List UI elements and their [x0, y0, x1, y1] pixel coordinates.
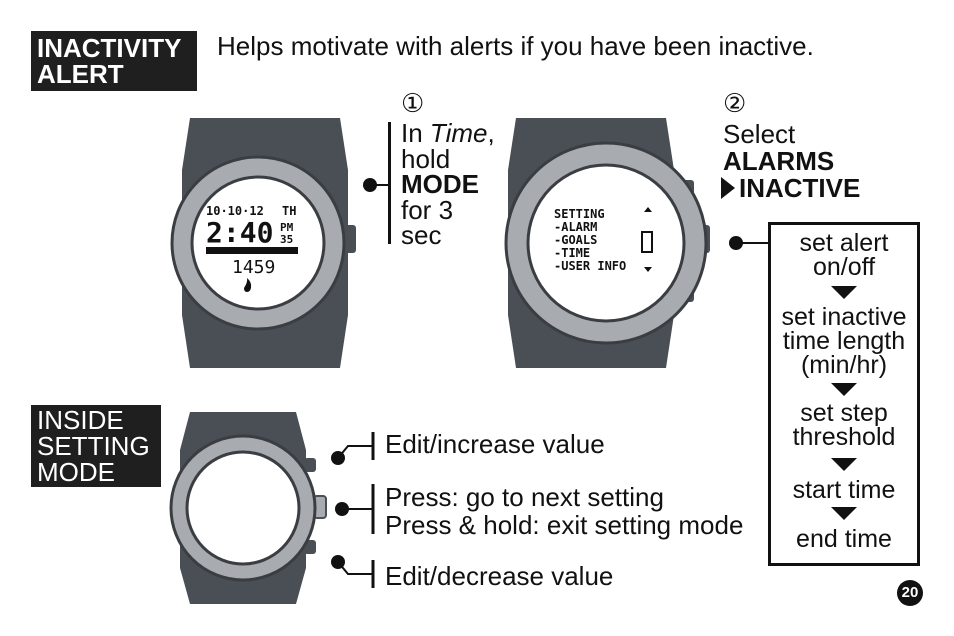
edit-decrease-label: Edit/decrease value: [385, 561, 614, 591]
press-next-label: Press: go to next setting: [385, 482, 664, 512]
arrow-down-icon: [831, 286, 857, 299]
step1-text-italic: Time: [429, 118, 488, 148]
scroll-down-icon: [644, 267, 652, 272]
flow-step-step-threshold: set step threshold: [771, 399, 917, 451]
step2-line1: Select: [723, 119, 796, 149]
arrow-down-icon: [831, 383, 857, 396]
press-hold-exit-label: Press & hold: exit setting mode: [385, 510, 744, 540]
flow-step-inactive-length: set inactive time length (min/hr): [771, 303, 917, 379]
step2-number: ②: [723, 88, 747, 118]
flow-text: set inactive: [781, 303, 907, 331]
screen-date: 10·10·12: [206, 204, 264, 218]
arrow-down-icon: [831, 507, 857, 520]
tag-line-1: INSIDE: [37, 405, 124, 435]
menu-item-time: -TIME: [554, 246, 590, 260]
flow-text: time length: [782, 327, 906, 355]
button-connectors: [331, 432, 375, 588]
tag-line-3: MODE: [37, 457, 115, 487]
arrow-down-icon: [831, 458, 857, 471]
step2-connector: [729, 236, 768, 250]
menu-item-alarm: -ALARM: [554, 220, 597, 234]
screen-seconds: 35: [280, 233, 293, 246]
step2-instructions: Select ALARMS INACTIVE: [721, 119, 860, 202]
page-number-badge: 20: [897, 580, 923, 606]
step1-line2: hold: [401, 143, 451, 174]
edit-increase-label: Edit/increase value: [385, 429, 605, 459]
upper-button: [336, 180, 348, 196]
flow-step-end-time: end time: [796, 525, 892, 553]
step1-number: ①: [401, 88, 425, 118]
step2-inactive-row: INACTIVE: [721, 175, 860, 202]
menu-item-user-info: -USER INFO: [554, 259, 626, 273]
tag-line-2: ALERT: [37, 59, 124, 89]
step1-mode: MODE: [401, 169, 479, 199]
tag-line-2: SETTING: [37, 431, 150, 461]
step1-instructions: In Time, hold MODE for 3 sec: [401, 118, 495, 250]
mode-button: [342, 225, 356, 253]
menu-indicator: [641, 231, 653, 253]
screen-steps: 1459: [232, 257, 275, 278]
inside-setting-mode-tag: INSIDE SETTING MODE: [31, 405, 161, 487]
scroll-up-icon: [644, 207, 652, 212]
flow-text: on/off: [812, 253, 876, 281]
lower-button: [336, 282, 348, 298]
step2-inactive: INACTIVE: [739, 173, 861, 203]
flow-text: threshold: [792, 423, 896, 451]
menu-item-goals: -GOALS: [554, 233, 597, 247]
inactivity-alert-tag: INACTIVITY ALERT: [31, 31, 197, 91]
tag-line-1: INACTIVITY: [37, 33, 182, 63]
watch-outline-buttons: [169, 412, 327, 604]
flow-text: set step: [800, 399, 888, 427]
flow-text: set alert: [799, 229, 889, 257]
step1-text-suffix: ,: [487, 118, 495, 148]
screen-pm: PM: [280, 221, 294, 234]
settings-flow-box: set alert on/off set inactive time lengt…: [768, 222, 920, 566]
screen-day: TH: [282, 204, 296, 218]
step1-bracket: [388, 122, 391, 244]
step2-alarms: ALARMS: [723, 146, 835, 176]
step1-line4: for 3: [401, 194, 454, 225]
menu-item-setting: SETTING: [554, 207, 605, 221]
play-arrow-icon: [721, 177, 735, 199]
step1-line5: sec: [401, 220, 442, 250]
step1-connector: [363, 178, 390, 192]
screen-time: 2:40: [206, 216, 273, 249]
flow-text: (min/hr): [800, 351, 888, 379]
flow-step-start-time: start time: [792, 476, 896, 504]
watch-time-mode: 10·10·12 TH 2:40 PM 35 1459: [170, 118, 356, 368]
upper-button: [304, 458, 316, 472]
watch-setting-menu: SETTING -ALARM -GOALS -TIME -USER INFO: [504, 118, 710, 368]
step1-text-prefix: In: [401, 118, 430, 148]
section-description: Helps motivate with alerts if you have b…: [217, 31, 814, 61]
screen-progress-bar: [206, 247, 298, 254]
flame-icon: [244, 278, 252, 292]
flow-step-alert-toggle: set alert on/off: [771, 229, 917, 281]
